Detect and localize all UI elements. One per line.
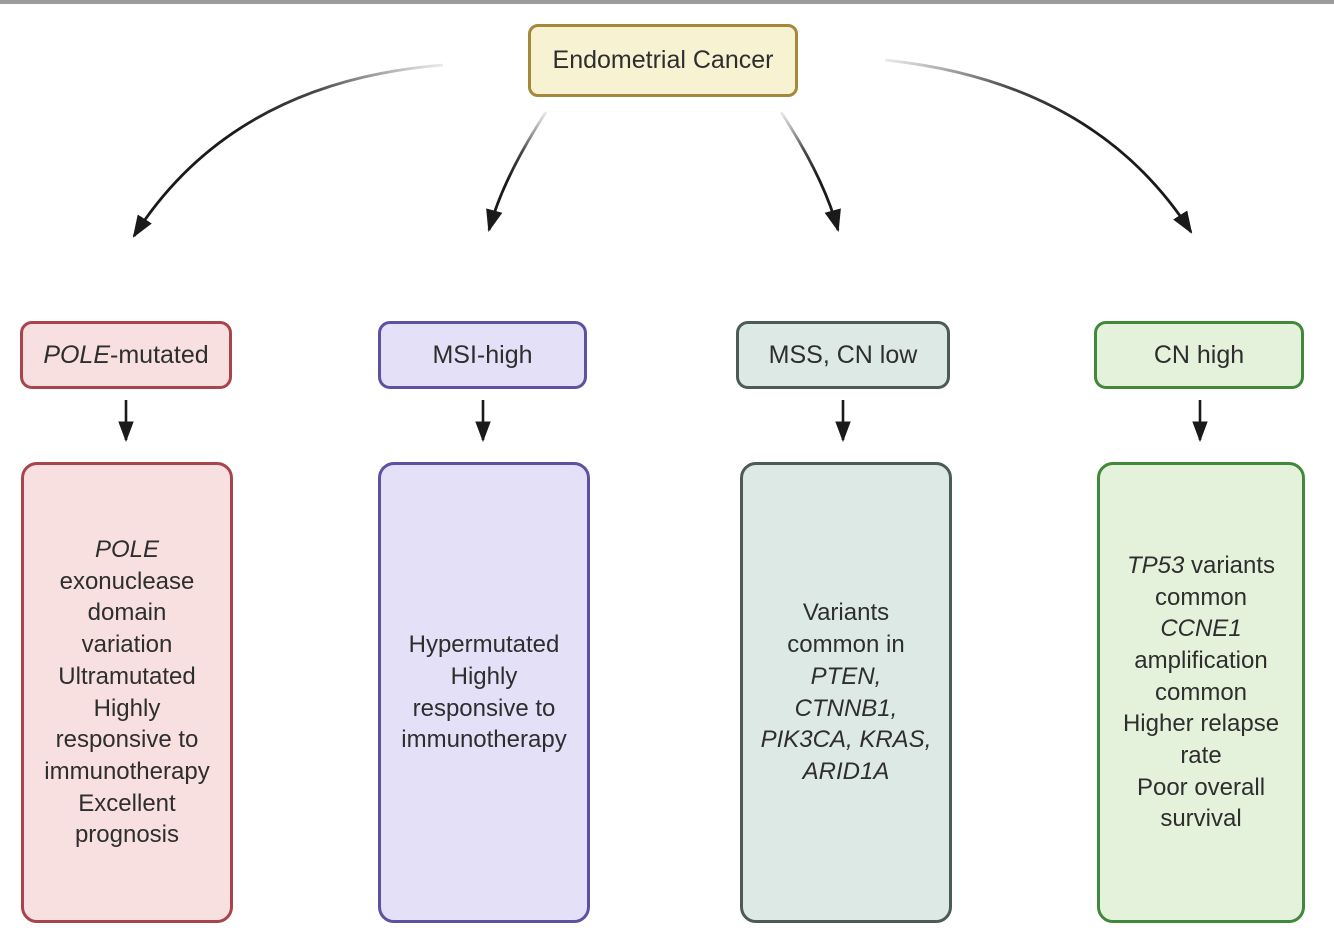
detail-box-cn-high: TP53 variants common CCNE1 amplification… xyxy=(1097,462,1305,923)
curved-arrow-icon-pole xyxy=(132,63,444,238)
branch-header-mss-cn-low: MSS, CN low xyxy=(736,321,950,389)
branch-header-cn-high: CN high xyxy=(1094,321,1304,389)
detail-box-text: Variants common in PTEN, CTNNB1, PIK3CA,… xyxy=(760,599,932,785)
detail-box-pole-mutated: POLE exonuclease domain variation Ultram… xyxy=(21,462,233,923)
branch-header-msi-high: MSI-high xyxy=(378,321,587,389)
branch-header-label: POLE-mutated xyxy=(43,340,209,369)
root-node-label: Endometrial Cancer xyxy=(552,46,774,74)
curved-arrow-icon-msi xyxy=(486,111,548,233)
branch-header-label: CN high xyxy=(1153,340,1245,369)
branch-header-label: MSI-high xyxy=(432,340,533,369)
branch-header-label: MSS, CN low xyxy=(768,340,918,369)
curved-arrow-icon-mss xyxy=(779,111,841,233)
detail-box-text: TP53 variants common CCNE1 amplification… xyxy=(1122,551,1280,833)
detail-box-text: POLE exonuclease domain variation Ultram… xyxy=(44,536,210,849)
top-divider xyxy=(0,0,1334,4)
detail-box-text: Hypermutated Highly responsive to immuno… xyxy=(401,631,567,754)
detail-box-msi-high: Hypermutated Highly responsive to immuno… xyxy=(378,462,590,923)
branch-header-pole-mutated: POLE-mutated xyxy=(20,321,232,389)
curved-arrow-icon-cn xyxy=(884,58,1193,234)
detail-box-mss-cn-low: Variants common in PTEN, CTNNB1, PIK3CA,… xyxy=(740,462,952,923)
root-node-endometrial-cancer: Endometrial Cancer xyxy=(528,24,798,97)
